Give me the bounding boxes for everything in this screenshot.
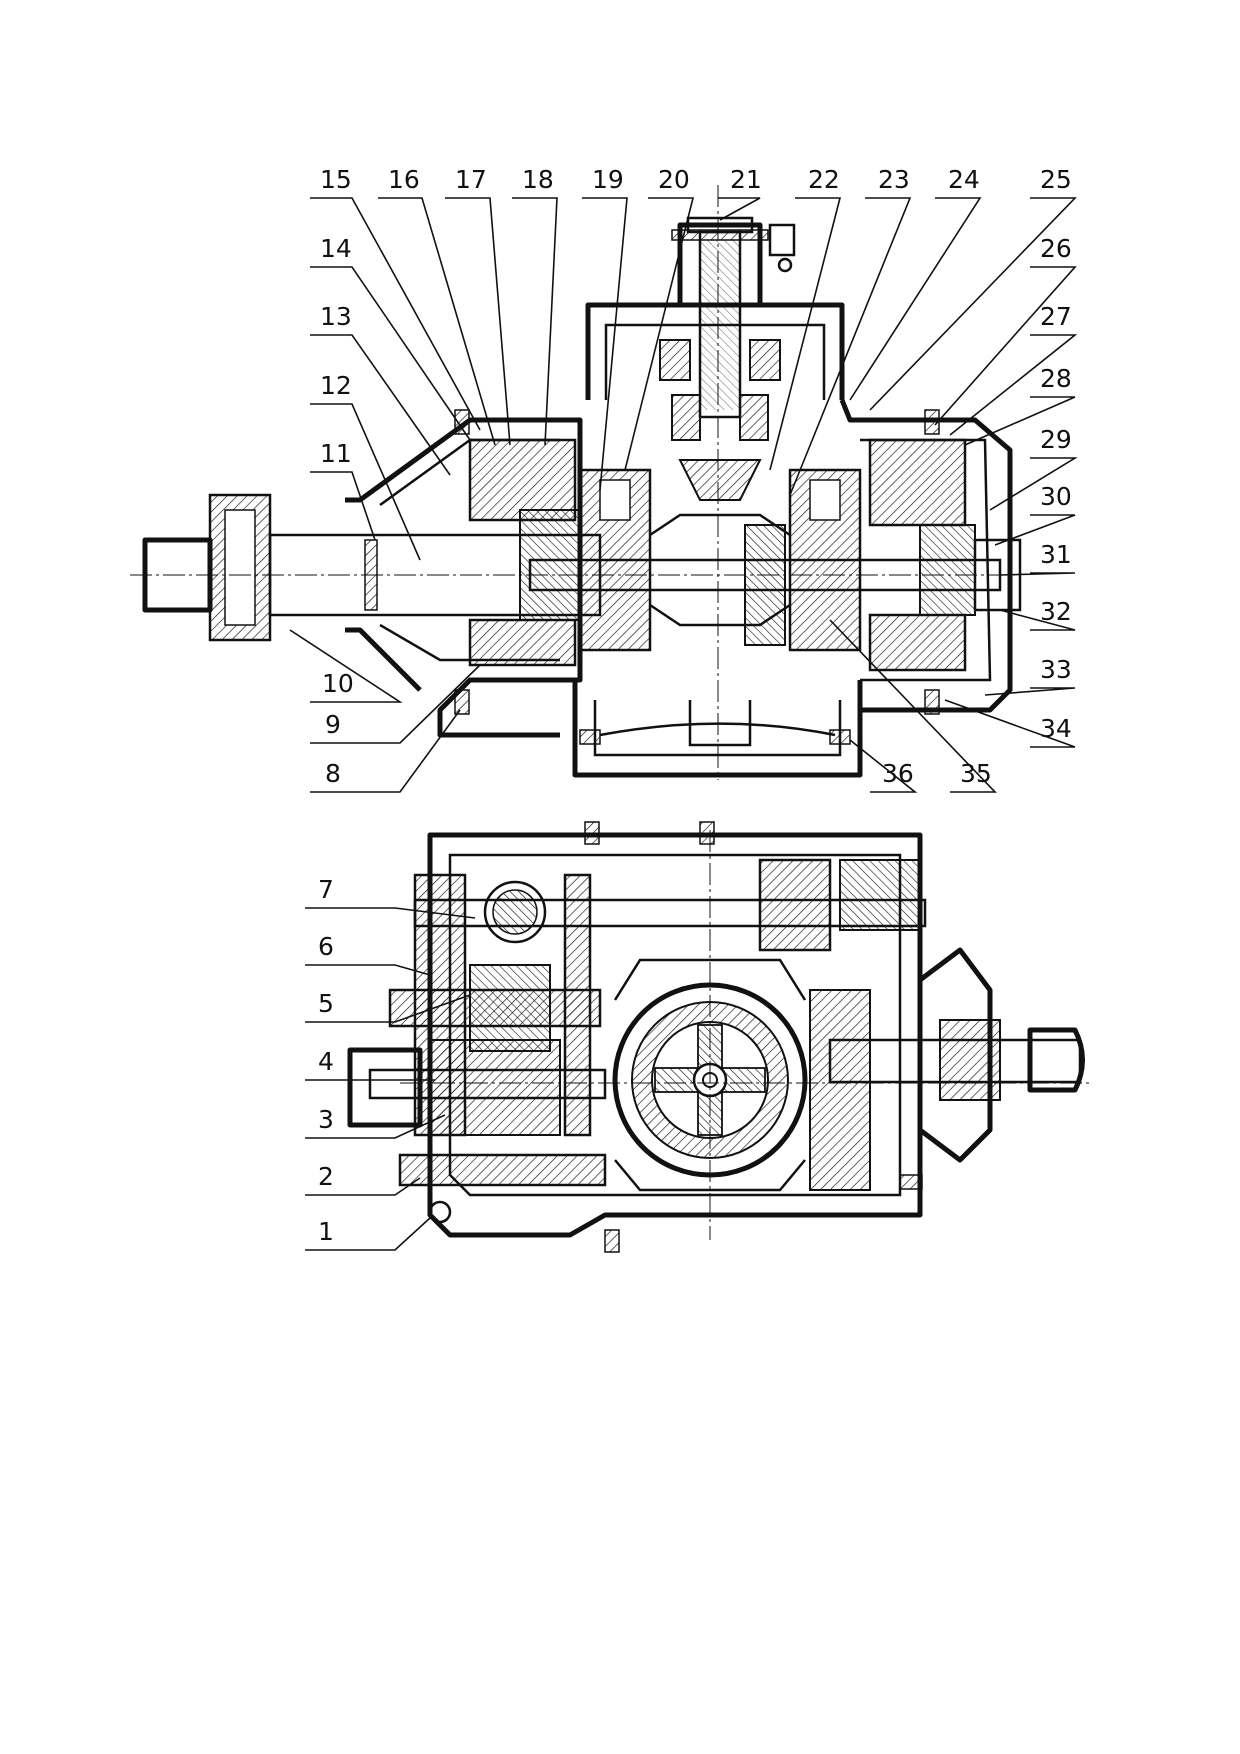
callout-24: 24 (849, 165, 982, 401)
callout-label-15: 15 (320, 165, 352, 194)
callout-label-16: 16 (388, 165, 420, 194)
callout-18: 18 (512, 165, 558, 446)
callout-21: 21 (718, 165, 762, 221)
callout-label-19: 19 (592, 165, 624, 194)
callout-label-23: 23 (878, 165, 910, 194)
callout-label-12: 12 (320, 371, 352, 400)
callout-label-3: 3 (318, 1105, 334, 1134)
callout-label-21: 21 (730, 165, 762, 194)
callout-label-36: 36 (882, 759, 914, 788)
callout-5: 5 (305, 989, 471, 1023)
callout-6: 6 (305, 932, 431, 976)
upper-section-view (130, 185, 1022, 780)
callout-19: 19 (582, 165, 628, 491)
callout-4: 4 (305, 1047, 435, 1081)
callout-label-17: 17 (455, 165, 487, 194)
callout-20: 20 (624, 165, 695, 471)
callout-15: 15 (310, 165, 481, 431)
callout-label-18: 18 (522, 165, 554, 194)
callout-10: 10 (289, 629, 403, 703)
callout-label-2: 2 (318, 1162, 334, 1191)
callout-26: 26 (934, 234, 1077, 426)
callout-13: 13 (310, 302, 451, 476)
callout-27: 27 (949, 302, 1078, 436)
callout-label-13: 13 (320, 302, 352, 331)
callout-12: 12 (310, 371, 421, 561)
callout-label-4: 4 (318, 1047, 334, 1076)
callout-25: 25 (869, 165, 1077, 411)
callout-9: 9 (310, 664, 481, 744)
callout-2: 2 (305, 1162, 421, 1196)
callout-29: 29 (989, 425, 1078, 511)
callout-label-33: 33 (1040, 655, 1072, 684)
callout-label-10: 10 (322, 669, 354, 698)
callout-label-14: 14 (320, 234, 352, 263)
callout-16: 16 (378, 165, 496, 446)
callout-label-7: 7 (318, 875, 334, 904)
callout-label-34: 34 (1040, 714, 1072, 743)
callout-33: 33 (984, 655, 1076, 696)
callout-1: 1 (305, 1217, 431, 1251)
callout-22: 22 (769, 165, 842, 471)
callout-31: 31 (999, 540, 1076, 576)
callout-label-5: 5 (318, 989, 334, 1018)
callout-label-9: 9 (325, 710, 341, 739)
callout-label-29: 29 (1040, 425, 1072, 454)
callout-14: 14 (310, 234, 471, 441)
callout-label-32: 32 (1040, 597, 1072, 626)
callout-label-31: 31 (1040, 540, 1072, 569)
callout-36: 36 (849, 739, 918, 793)
callout-30: 30 (994, 482, 1076, 546)
callout-32: 32 (999, 597, 1076, 631)
callout-label-28: 28 (1040, 364, 1072, 393)
callout-17: 17 (445, 165, 511, 446)
callout-3: 3 (305, 1105, 446, 1139)
lower-section-view (347, 821, 1090, 1253)
callout-label-11: 11 (320, 439, 352, 468)
callout-34: 34 (944, 699, 1076, 748)
callout-23: 23 (789, 165, 912, 496)
callout-label-25: 25 (1040, 165, 1072, 194)
callout-11: 11 (310, 439, 376, 541)
callout-label-27: 27 (1040, 302, 1072, 331)
callout-label-24: 24 (948, 165, 980, 194)
callout-28: 28 (964, 364, 1076, 446)
callout-35: 35 (829, 619, 997, 793)
callout-label-1: 1 (318, 1217, 334, 1246)
callout-label-20: 20 (658, 165, 690, 194)
callout-label-22: 22 (808, 165, 840, 194)
callout-8: 8 (310, 709, 461, 793)
callout-label-26: 26 (1040, 234, 1072, 263)
callout-label-6: 6 (318, 932, 334, 961)
callout-label-8: 8 (325, 759, 341, 788)
callout-7: 7 (305, 875, 476, 919)
callout-label-30: 30 (1040, 482, 1072, 511)
